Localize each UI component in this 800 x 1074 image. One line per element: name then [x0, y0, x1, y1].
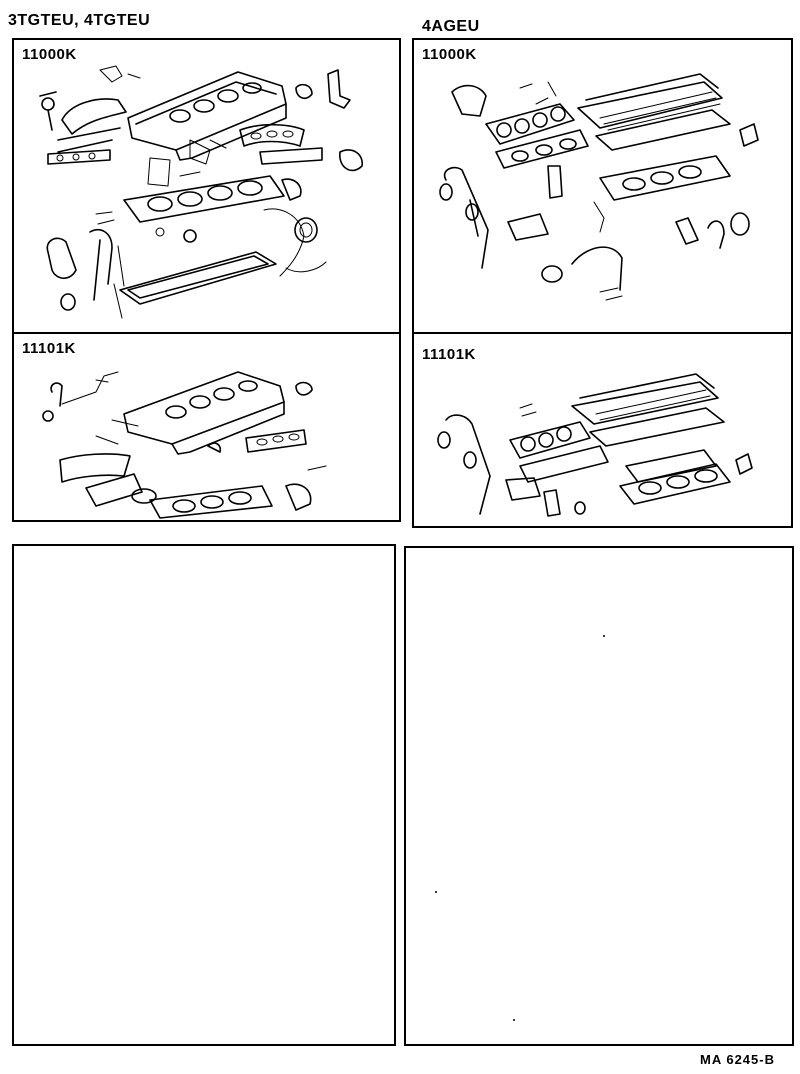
panel-top-left-label: 11000K: [22, 46, 77, 63]
gasket-set-illustration-4ageu-11101k: [437, 373, 753, 517]
gasket-set-illustration-4ageu-11000k: [439, 73, 759, 301]
panel-top-right-label: 11000K: [422, 46, 477, 63]
panel-empty-right: [404, 546, 794, 1046]
figure-code: MA 6245-B: [700, 1052, 775, 1067]
panel-mid-right-label: 11101K: [422, 346, 476, 363]
panel-mid-left: [12, 332, 401, 522]
left-engine-header: 3TGTEU, 4TGTEU: [8, 12, 151, 29]
gasket-set-illustration-3tgteu-11000k: [39, 65, 363, 319]
right-engine-header: 4AGEU: [422, 18, 480, 35]
panel-empty-left: [12, 544, 396, 1046]
panel-mid-left-label: 11101K: [22, 340, 76, 357]
gasket-set-illustration-3tgteu-11101k: [42, 371, 327, 519]
